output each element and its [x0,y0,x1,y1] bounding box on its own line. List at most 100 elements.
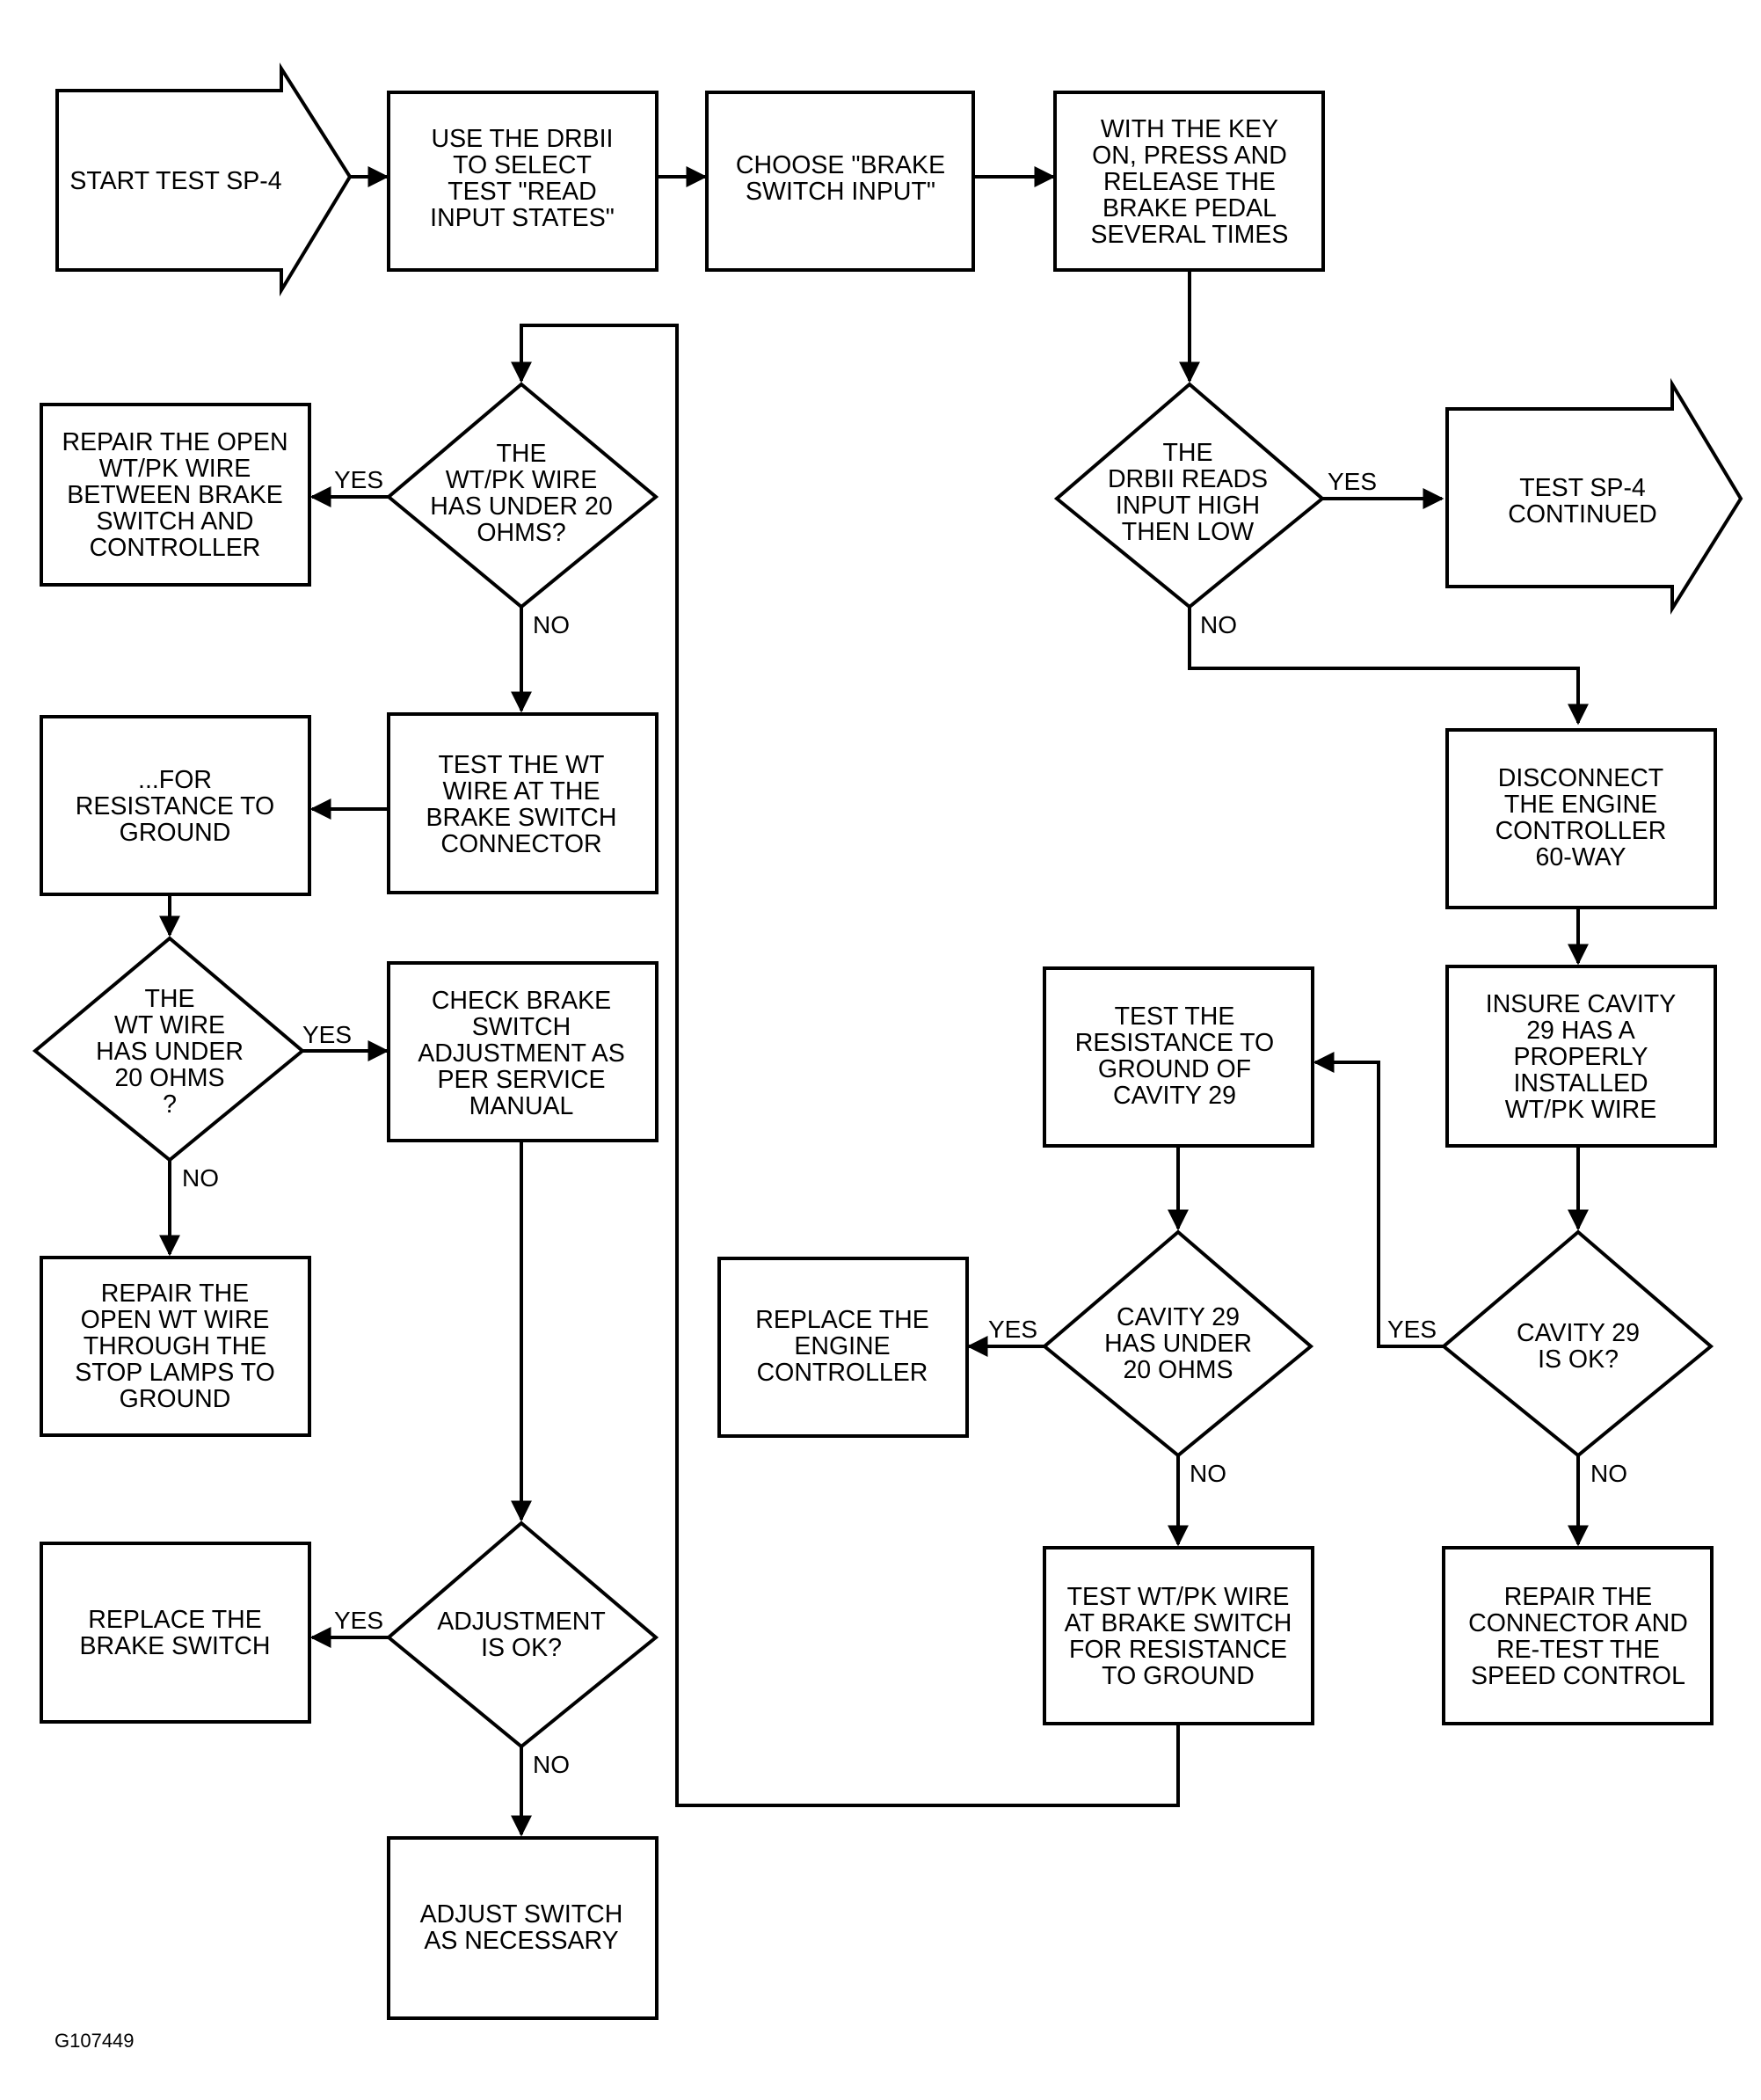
node-label-line: CHECK BRAKE [432,987,611,1015]
node-label-line: DRBII READS [1108,465,1268,493]
edge-cav29ok-yes-to-test-cav29 [1313,1052,1444,1348]
node-label-line: MANUAL [469,1092,574,1120]
node-label-line: CAVITY 29 [1517,1319,1640,1347]
node-label-line: SWITCH [472,1013,571,1041]
node-label-line: REPAIR THE [1504,1583,1652,1611]
node-label-line: CONTROLLER [90,534,261,562]
node-label-line: FOR RESISTANCE [1069,1636,1287,1664]
node-label-line: ADJUSTMENT [437,1608,606,1636]
node-label-line: CAVITY 29 [1113,1082,1236,1110]
node-label-line: TO GROUND [1102,1662,1255,1690]
node-label-line: 20 OHMS [114,1064,224,1092]
node-label-line: RESISTANCE TO [76,792,274,820]
node-label-line: 60-WAY [1536,843,1626,871]
node-label-line: OPEN WT WIRE [81,1306,270,1334]
node-label-line: RE-TEST THE [1496,1636,1660,1664]
use-drbii-box [387,91,659,272]
with-key-box [1053,91,1325,272]
test-wtpk-brake-box [1043,1546,1314,1725]
edge-drbii-no-to-disconnect [1188,607,1589,726]
check-adjust-box [387,961,659,1142]
node-label-line: HAS UNDER [1104,1330,1252,1358]
node-label-line: PROPERLY [1513,1043,1648,1071]
node-label-line: REPLACE THE [88,1606,261,1634]
node-label-line: BETWEEN BRAKE [67,481,282,509]
node-label-line: TEST "READ [448,178,597,206]
node-label-line: CONTINUED [1508,500,1656,529]
wtpk-no-label: NO [533,611,570,638]
adjust-ok-diamond [385,1520,659,1749]
node-label-line: SWITCH AND [97,507,254,536]
node-label-line: 20 OHMS [1123,1356,1233,1384]
drbii-yes-label: YES [1328,468,1377,495]
node-label-line: ON, PRESS AND [1092,142,1287,170]
cav29-20-yes-label: YES [988,1316,1037,1343]
node-label-line: THROUGH THE [84,1332,266,1360]
node-label-line: OHMS? [477,519,565,547]
node-label-line: DISCONNECT [1498,764,1663,792]
node-label-line: INPUT HIGH [1116,492,1260,520]
connectors [159,166,1589,1837]
shapes [32,62,1743,2020]
node-label-line: TEST SP-4 [1519,474,1646,502]
node-label-line: RELEASE THE [1103,168,1276,196]
node-label-line: GROUND OF [1098,1055,1251,1083]
start-arrow-shape [55,62,353,297]
node-label-line: GROUND [120,1385,231,1413]
cav29-20-diamond [1041,1229,1314,1458]
node-label-line: REPAIR THE [101,1280,249,1308]
node-label-line: TEST THE WT [439,751,605,779]
node-label-line: AS NECESSARY [424,1927,618,1955]
node-label-line: GROUND [120,819,231,847]
node-label-line: USE THE DRBII [432,125,614,153]
node-label-line: WT WIRE [114,1011,225,1039]
node-label-line: IS OK? [1538,1345,1619,1374]
edge-test-wtpk-loop-to-wtpk-diamond [511,324,1180,1807]
node-label-line: 29 HAS A [1526,1017,1635,1045]
node-label-line: ADJUSTMENT AS [418,1039,624,1068]
node-label-line: TEST WT/PK WIRE [1067,1583,1290,1611]
node-label-line: WITH THE KEY [1101,115,1278,143]
adjust-no-label: NO [533,1751,570,1778]
test-cav29-box [1043,966,1314,1148]
node-label-line: WT/PK WIRE [99,455,251,483]
node-label-line: CONTROLLER [1495,817,1667,845]
wtpk-diamond [385,382,659,609]
node-label-line: THE [1163,439,1213,467]
repair-open-wtpk-box [40,403,311,587]
node-label-line: HAS UNDER [96,1038,244,1066]
drbii-reads-diamond [1053,382,1326,609]
node-label-line: REPAIR THE OPEN [62,428,287,456]
insure-box [1445,965,1717,1148]
node-label-line: ADJUST SWITCH [420,1900,623,1929]
drbii-no-label: NO [1200,611,1237,638]
node-label-line: PER SERVICE [437,1066,605,1094]
node-label-line: TO SELECT [453,151,592,179]
node-label-line: SWITCH INPUT" [746,178,935,206]
wt-diamond [32,936,306,1163]
replace-switch-box [40,1542,311,1724]
node-label-line: THE [145,985,195,1013]
node-label-line: STOP LAMPS TO [75,1359,275,1387]
node-label-line: INSTALLED [1513,1069,1648,1097]
node-label-line: REPLACE THE [755,1306,928,1334]
node-label-line: THE [497,440,547,468]
continued-arrow-shape [1445,377,1743,615]
wt-no-label: NO [182,1164,219,1192]
